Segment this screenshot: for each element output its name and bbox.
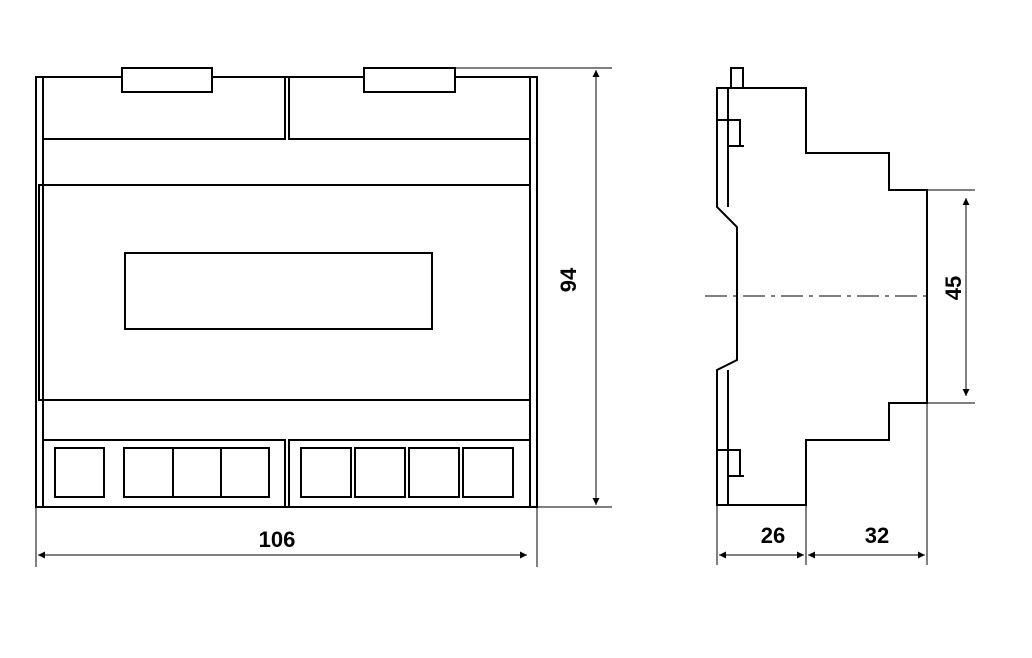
upper-clip <box>717 119 744 147</box>
terminal-6 <box>354 447 406 498</box>
terminal-block-left <box>42 439 286 508</box>
terminal-8 <box>462 447 514 498</box>
front-body-outline <box>35 76 538 508</box>
rear-depth-label: 32 <box>865 523 889 548</box>
side-mounting-pin <box>730 67 744 89</box>
terminal-4 <box>220 447 270 498</box>
width-label: 106 <box>259 527 296 552</box>
side-profile-outline <box>716 87 928 506</box>
front-view <box>35 67 538 508</box>
side-dimensions <box>716 189 975 565</box>
front-depth-label: 26 <box>761 523 785 548</box>
side-height-label: 45 <box>941 276 966 300</box>
terminal-3 <box>172 447 222 498</box>
terminal-1 <box>54 447 105 498</box>
side-view <box>716 67 928 506</box>
terminal-block-right <box>288 439 531 508</box>
terminal-2 <box>123 447 174 498</box>
height-label: 94 <box>556 267 581 292</box>
display-window <box>124 252 433 330</box>
front-dimensions <box>35 67 612 567</box>
front-panel <box>38 184 531 401</box>
top-right-latch <box>363 67 456 93</box>
lower-clip <box>717 449 744 477</box>
terminal-7 <box>408 447 460 498</box>
terminal-5 <box>300 447 352 498</box>
top-left-latch <box>121 67 213 93</box>
